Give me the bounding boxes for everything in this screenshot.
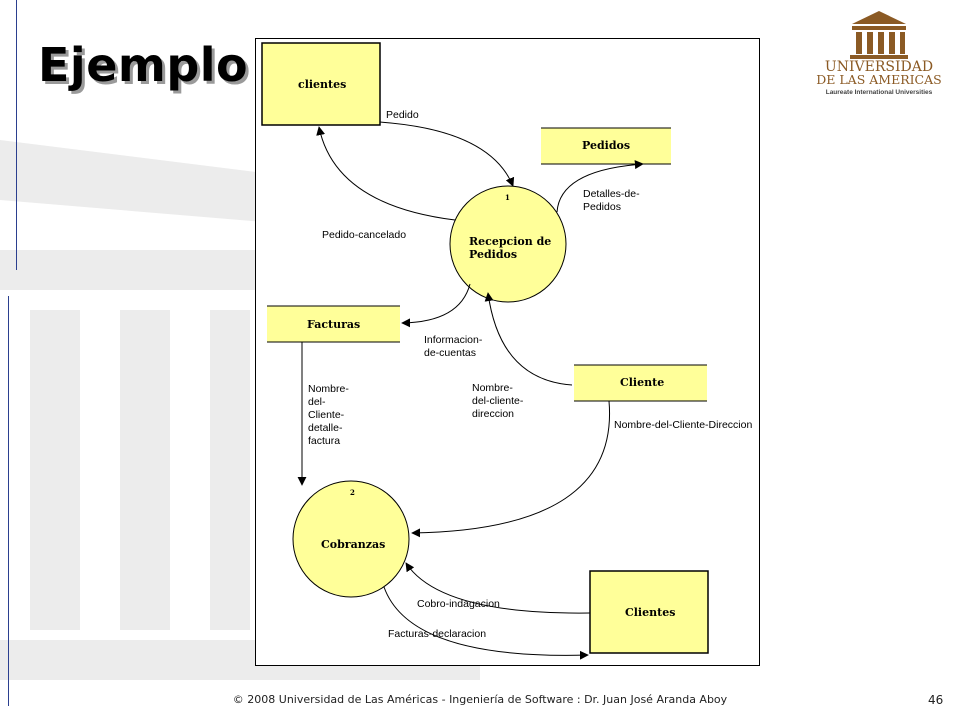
left-rule-bottom: [8, 296, 9, 706]
flow-label-nombre-factura-2: del-: [308, 396, 326, 408]
entity-clientes-2-label: Clientes: [625, 606, 675, 619]
store-facturas-fill: [267, 306, 400, 342]
store-cliente-fill: [574, 365, 707, 401]
flow-pedido: [379, 121, 515, 187]
flow-facturas-declaracion: [383, 586, 589, 660]
flow-informacion-cuentas: [401, 283, 471, 328]
flow-label-detalles-2: Pedidos: [583, 201, 621, 213]
entity-clientes-label: clientes: [298, 78, 346, 91]
flow-label-detalles-1: Detalles-de-: [583, 188, 640, 200]
university-logo: UNIVERSIDAD DE LAS AMERICAS Laureate Int…: [816, 11, 942, 96]
flow-cobro-indagacion: [405, 562, 591, 614]
left-rule-top: [16, 0, 17, 270]
flow-label-pedido-cancelado: Pedido-cancelado: [322, 229, 406, 241]
entity-clientes-2: [589, 570, 709, 654]
flow-nombre-cliente-direccion: [484, 292, 573, 386]
flow-label-nombre-direccion: Nombre-del-Cliente-Direccion: [614, 419, 752, 431]
entity-clientes: [261, 42, 381, 126]
flow-label-pedido: Pedido: [386, 109, 419, 121]
logo-line-2: DE LAS AMERICAS: [816, 72, 941, 87]
flow-label-nombre-factura-4: detalle-: [308, 422, 343, 434]
flow-label-cobro: Cobro-indagacion: [417, 598, 500, 610]
logo-line-3: Laureate International Universities: [826, 89, 933, 96]
flow-detalles-pedidos: [556, 160, 644, 213]
flow-label-nombre-cliente-3: direccion: [472, 408, 514, 420]
store-pedidos-fill: [541, 128, 671, 164]
flow-nombre-del-cliente-direccion: [411, 400, 611, 538]
flow-label-nombre-factura-1: Nombre-: [308, 383, 349, 395]
logo-line-1: UNIVERSIDAD: [825, 59, 933, 75]
store-pedidos-label: Pedidos: [582, 139, 630, 152]
flow-label-nombre-factura-5: factura: [308, 435, 340, 447]
flow-label-info-2: de-cuentas: [424, 347, 476, 359]
flow-label-nombre-cliente-2: del-cliente-: [472, 395, 524, 407]
flow-label-nombre-factura-3: Cliente-: [308, 409, 345, 421]
flow-label-nombre-cliente-1: Nombre-: [472, 382, 513, 394]
store-facturas-label: Facturas: [307, 318, 360, 331]
building-icon: [850, 11, 908, 59]
flow-pedido-cancelado: [316, 126, 456, 221]
process-cobranzas-number: 2: [350, 488, 355, 497]
process-recepcion-label-1: Recepcion de: [469, 235, 551, 248]
page-number: 46: [928, 693, 944, 707]
store-cliente-label: Cliente: [620, 376, 664, 389]
flow-label-facturas-decl: Facturas-declaracion: [388, 628, 486, 640]
process-cobranzas: [292, 480, 410, 598]
process-cobranzas-label: Cobranzas: [321, 538, 385, 551]
slide-title: Ejemplo: [38, 38, 249, 92]
process-recepcion-label-2: Pedidos: [469, 248, 517, 261]
slide-footer: © 2008 Universidad de Las Américas - Ing…: [232, 693, 728, 706]
process-recepcion-number: 1: [505, 193, 510, 202]
flow-label-info-1: Informacion-: [424, 334, 483, 346]
